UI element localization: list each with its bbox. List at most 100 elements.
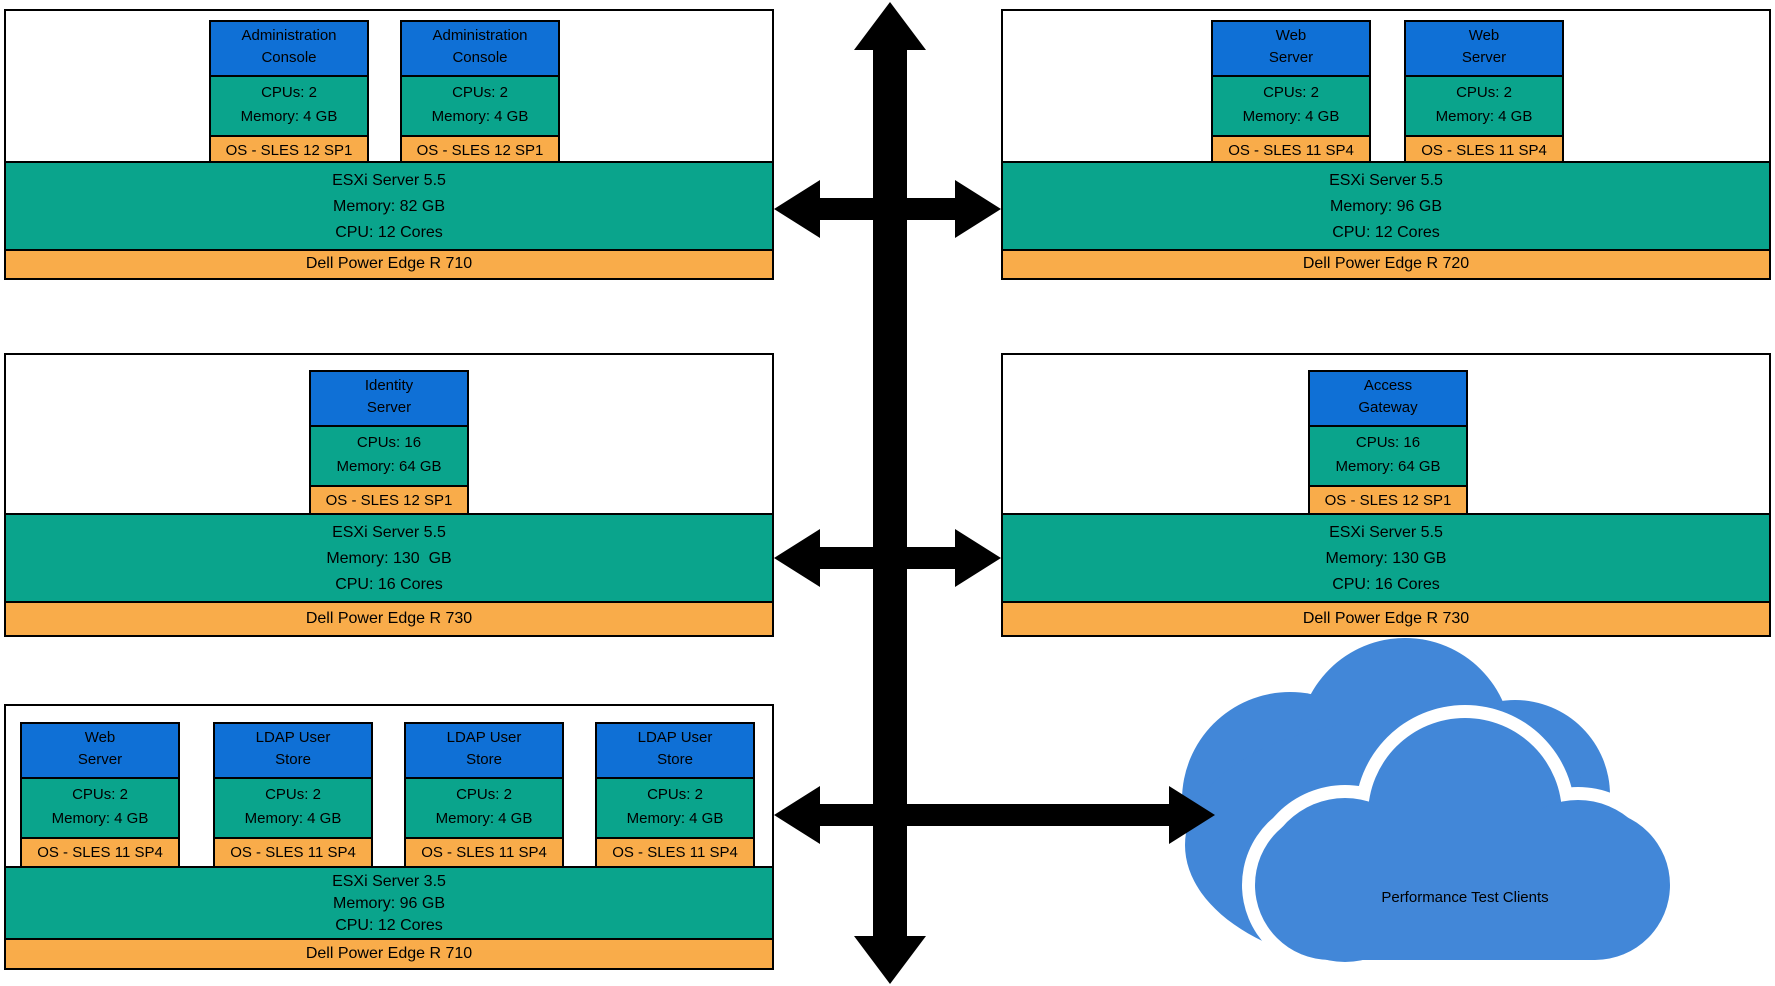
vm-card-web-server-3: Web Server CPUs: 2 Memory: 4 GB OS - SLE… (20, 722, 180, 869)
vm-title-line: Server (366, 399, 412, 416)
host-box-admin-consoles: Administration Console CPUs: 2 Memory: 4… (4, 9, 774, 280)
vm-os: OS - SLES 11 SP4 (215, 837, 371, 867)
vm-title-line: Store (275, 751, 311, 768)
vm-memory: Memory: 4 GB (1242, 108, 1340, 125)
vm-card-ldap-user-store-1: LDAP User Store CPUs: 2 Memory: 4 GB OS … (213, 722, 373, 869)
vm-os: OS - SLES 11 SP4 (1406, 135, 1562, 165)
vm-os: OS - SLES 12 SP1 (1310, 485, 1466, 515)
vm-cpus: CPUs: 2 (72, 786, 128, 803)
vm-memory: Memory: 4 GB (244, 810, 342, 827)
vm-title-line: Web (84, 729, 116, 746)
esxi-server-band: ESXi Server 5.5 Memory: 96 GB CPU: 12 Co… (1003, 161, 1769, 249)
horizontal-double-arrow-bottom (774, 786, 1215, 844)
esxi-cpu: CPU: 12 Cores (335, 917, 443, 934)
esxi-server-band: ESXi Server 5.5 Memory: 130 GB CPU: 16 C… (1003, 513, 1769, 601)
esxi-memory: Memory: 130 GB (326, 550, 452, 567)
esxi-memory: Memory: 130 GB (1325, 550, 1447, 567)
vm-cpus: CPUs: 2 (265, 786, 321, 803)
horizontal-double-arrow-middle (774, 529, 1001, 587)
esxi-version: ESXi Server 5.5 (332, 172, 446, 189)
host-box-identity-server: Identity Server CPUs: 16 Memory: 64 GB O… (4, 353, 774, 637)
cloud-shape (1182, 638, 1615, 970)
cloud-front-outline (1242, 705, 1683, 975)
vm-title: Access Gateway (1310, 372, 1466, 425)
vm-card-identity-server: Identity Server CPUs: 16 Memory: 64 GB O… (309, 370, 469, 517)
vm-title-line: Identity (364, 377, 414, 394)
vm-cpus: CPUs: 16 (356, 434, 422, 451)
esxi-server-band: ESXi Server 3.5 Memory: 96 GB CPU: 12 Co… (6, 866, 772, 938)
vm-title-line: Server (77, 751, 123, 768)
vm-cpus: CPUs: 2 (1263, 84, 1319, 101)
esxi-cpu: CPU: 16 Cores (335, 576, 443, 593)
cloud-front-shape (1255, 718, 1670, 962)
vm-memory: Memory: 64 GB (336, 458, 442, 475)
vm-title: Administration Console (402, 22, 558, 75)
esxi-version: ESXi Server 5.5 (1329, 524, 1443, 541)
vm-cpus: CPUs: 2 (452, 84, 508, 101)
vm-cpus: CPUs: 16 (1355, 434, 1421, 451)
vm-title-line: Server (1461, 49, 1507, 66)
vm-memory: Memory: 4 GB (51, 810, 149, 827)
vm-card-access-gateway: Access Gateway CPUs: 16 Memory: 64 GB OS… (1308, 370, 1468, 517)
vm-title: Administration Console (211, 22, 367, 75)
vm-specs: CPUs: 2 Memory: 4 GB (597, 777, 753, 837)
vertical-double-arrow (854, 2, 926, 984)
vm-title-line: Console (261, 49, 317, 66)
vm-title: LDAP User Store (597, 724, 753, 777)
vm-os: OS - SLES 11 SP4 (1213, 135, 1369, 165)
vm-title-line: Web (1468, 27, 1500, 44)
vm-memory: Memory: 4 GB (431, 108, 529, 125)
vm-specs: CPUs: 2 Memory: 4 GB (1406, 75, 1562, 135)
vm-card-web-server-1: Web Server CPUs: 2 Memory: 4 GB OS - SLE… (1211, 20, 1371, 167)
esxi-server-band: ESXi Server 5.5 Memory: 82 GB CPU: 12 Co… (6, 161, 772, 249)
vm-card-ldap-user-store-3: LDAP User Store CPUs: 2 Memory: 4 GB OS … (595, 722, 755, 869)
vm-specs: CPUs: 2 Memory: 4 GB (406, 777, 562, 837)
vm-specs: CPUs: 2 Memory: 4 GB (215, 777, 371, 837)
vm-title: Web Server (1406, 22, 1562, 75)
vm-os: OS - SLES 11 SP4 (597, 837, 753, 867)
vm-os: OS - SLES 11 SP4 (406, 837, 562, 867)
vm-title-line: Access (1363, 377, 1413, 394)
vm-title-line: Store (466, 751, 502, 768)
hardware-band: Dell Power Edge R 730 (6, 601, 772, 635)
vm-title: LDAP User Store (215, 724, 371, 777)
vm-title-line: Store (657, 751, 693, 768)
esxi-server-band: ESXi Server 5.5 Memory: 130 GB CPU: 16 C… (6, 513, 772, 601)
vm-cpus: CPUs: 2 (1456, 84, 1512, 101)
vm-cpus: CPUs: 2 (647, 786, 703, 803)
vm-os: OS - SLES 12 SP1 (311, 485, 467, 515)
vm-title: LDAP User Store (406, 724, 562, 777)
vm-title-line: Administration (241, 27, 337, 44)
esxi-cpu: CPU: 12 Cores (1332, 224, 1440, 241)
vm-memory: Memory: 4 GB (1435, 108, 1533, 125)
host-box-web-servers: Web Server CPUs: 2 Memory: 4 GB OS - SLE… (1001, 9, 1771, 280)
vm-specs: CPUs: 2 Memory: 4 GB (1213, 75, 1369, 135)
vm-specs: CPUs: 2 Memory: 4 GB (402, 75, 558, 135)
vm-title-line: Console (452, 49, 508, 66)
vm-specs: CPUs: 16 Memory: 64 GB (311, 425, 467, 485)
vm-os: OS - SLES 12 SP1 (402, 135, 558, 165)
vm-os: OS - SLES 11 SP4 (22, 837, 178, 867)
host-box-access-gateway: Access Gateway CPUs: 16 Memory: 64 GB OS… (1001, 353, 1771, 637)
esxi-memory: Memory: 82 GB (332, 198, 446, 215)
hardware-band: Dell Power Edge R 710 (6, 249, 772, 278)
vm-memory: Memory: 4 GB (626, 810, 724, 827)
esxi-version: ESXi Server 5.5 (332, 524, 446, 541)
hardware-band: Dell Power Edge R 730 (1003, 601, 1769, 635)
vm-title: Web Server (22, 724, 178, 777)
vm-card-administration-console-2: Administration Console CPUs: 2 Memory: 4… (400, 20, 560, 167)
esxi-cpu: CPU: 16 Cores (1332, 576, 1440, 593)
horizontal-double-arrow-top (774, 180, 1001, 238)
vm-memory: Memory: 4 GB (240, 108, 338, 125)
esxi-version: ESXi Server 5.5 (1329, 172, 1443, 189)
vm-title-line: Administration (432, 27, 528, 44)
vm-title-line: Web (1275, 27, 1307, 44)
vm-title-line: Server (1268, 49, 1314, 66)
cloud-label: Performance Test Clients (1381, 889, 1549, 906)
hardware-band: Dell Power Edge R 720 (1003, 249, 1769, 278)
vm-title-line: LDAP User (637, 729, 713, 746)
vm-memory: Memory: 4 GB (435, 810, 533, 827)
esxi-cpu: CPU: 12 Cores (335, 224, 443, 241)
vm-specs: CPUs: 2 Memory: 4 GB (211, 75, 367, 135)
